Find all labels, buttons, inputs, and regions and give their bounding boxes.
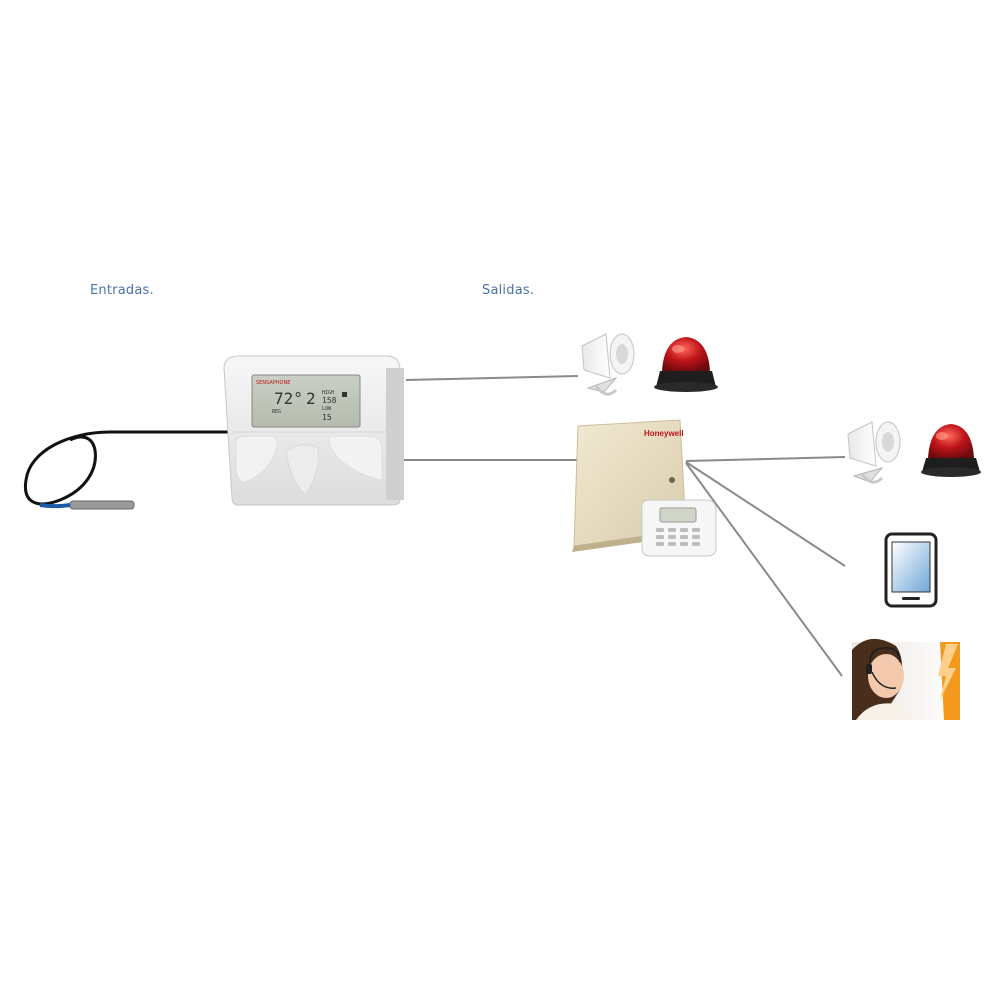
panel-brand: Honeywell xyxy=(644,429,684,438)
panel-lock-icon xyxy=(669,477,675,483)
lcd-bottom-value: 15 xyxy=(322,413,332,422)
lcd-low-label: LOW xyxy=(322,406,332,412)
wire-monitor-to-siren xyxy=(405,375,579,381)
wire-panel-to-phone xyxy=(685,461,846,567)
lcd-high-label: HIGH xyxy=(322,390,334,396)
monitor-brand: SENSAPHONE xyxy=(256,380,290,386)
mobile-phone-icon xyxy=(884,532,938,608)
wire-panel-to-siren2 xyxy=(685,456,846,462)
lcd-high-value: 158 xyxy=(322,396,337,405)
red-strobe-light-icon xyxy=(921,424,981,477)
lcd-zone: 2 xyxy=(306,389,316,408)
siren-speaker-icon xyxy=(581,333,635,396)
call-center-operator-icon xyxy=(852,638,960,720)
temperature-probe-icon xyxy=(23,430,232,510)
lock-icon xyxy=(342,392,347,397)
lcd-small-label: REG xyxy=(272,409,281,415)
inputs-label: Entradas. xyxy=(90,283,154,298)
sensaphone-monitor: SENSAPHONE 72° 2 HIGH 158 LOW 15 REG xyxy=(223,355,404,506)
red-strobe-light-icon xyxy=(654,337,718,392)
honeywell-alarm-panel: Honeywell xyxy=(572,419,717,557)
connection-wires xyxy=(396,375,846,677)
siren-speaker-icon xyxy=(847,421,901,484)
keypad-icon xyxy=(641,499,717,557)
lcd-temperature: 72° xyxy=(274,389,303,408)
outputs-label: Salidas. xyxy=(482,283,535,298)
wire-panel-to-operator xyxy=(685,462,843,677)
